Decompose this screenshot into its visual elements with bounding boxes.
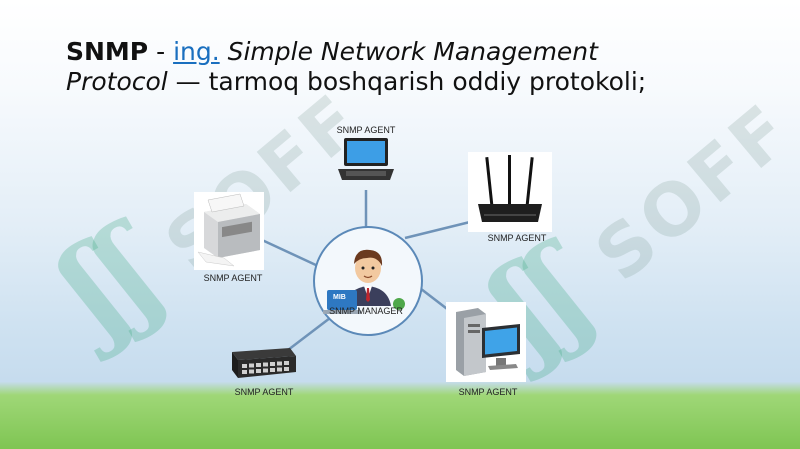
agent-laptop-node <box>336 136 396 189</box>
link-switch <box>287 317 331 351</box>
title-fullname-part2: Protocol <box>66 67 168 96</box>
agent-computer-label: SNMP AGENT <box>458 387 518 397</box>
router-icon <box>478 155 542 222</box>
title-fullname-part1: Simple Network Management <box>219 37 598 66</box>
title-translation: — tarmoq boshqarish oddiy protokoli; <box>167 67 647 96</box>
agent-router-label: SNMP AGENT <box>487 233 547 243</box>
switch-icon <box>232 348 296 378</box>
snmp-manager-label: SNMP MANAGER <box>329 306 403 316</box>
title-link-ing[interactable]: ing. <box>173 37 220 66</box>
desktop-computer-icon <box>456 308 520 376</box>
snmp-manager-node: MIB <box>313 226 423 336</box>
slide-title: SNMP - ing. Simple Network Management Pr… <box>66 37 766 97</box>
agent-switch-node <box>228 338 298 387</box>
mib-label: MIB <box>333 294 346 301</box>
title-acronym: SNMP <box>66 37 149 66</box>
link-printer <box>261 238 319 268</box>
printer-icon <box>197 193 260 267</box>
laptop-icon <box>338 138 394 180</box>
title-separator: - <box>148 37 174 66</box>
agent-printer-label: SNMP AGENT <box>203 273 263 283</box>
manager-person-icon <box>323 249 405 314</box>
agent-switch-label: SNMP AGENT <box>234 387 294 397</box>
link-router <box>404 220 471 240</box>
agent-laptop-label: SNMP AGENT <box>336 125 396 135</box>
